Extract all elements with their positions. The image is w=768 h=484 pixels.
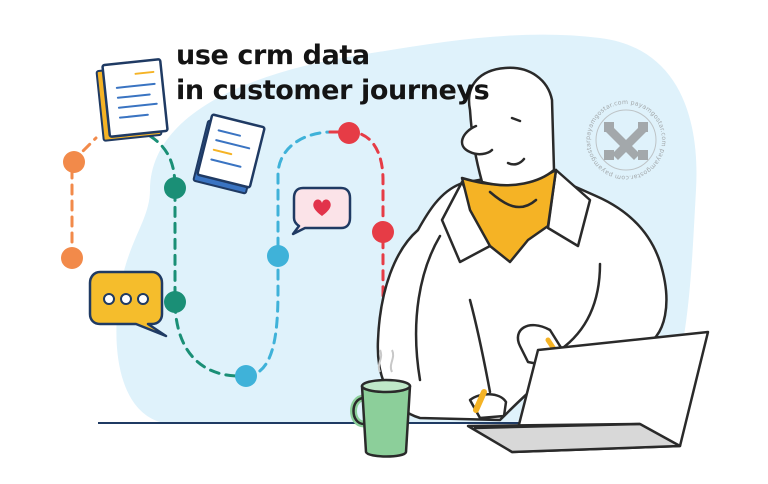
journey-node-blue-bottom — [235, 365, 257, 387]
payamgostar-logo-icon — [604, 122, 648, 160]
character-head — [467, 66, 556, 187]
heart-icon — [313, 199, 331, 216]
document-icon — [95, 58, 169, 142]
headline: use crm data in customer journeys — [176, 38, 490, 108]
journey-node-green-top — [164, 177, 186, 199]
journey-segment-green — [148, 134, 247, 378]
laptop-icon — [466, 330, 710, 454]
dot-icon — [137, 293, 149, 305]
journey-node-red-middle — [372, 221, 394, 243]
journey-node-blue-top — [267, 245, 289, 267]
chat-bubble — [88, 270, 168, 338]
journey-node-red-top — [338, 122, 360, 144]
mug-icon — [350, 349, 412, 458]
dot-icon — [103, 293, 115, 305]
journey-segment-blue — [243, 130, 332, 378]
headline-line-1: use crm data — [176, 40, 370, 71]
dot-icon — [120, 293, 132, 305]
journey-node-orange-top — [63, 151, 85, 173]
document-icon — [192, 113, 266, 195]
journey-node-green-bottom — [164, 291, 186, 313]
heart-bubble — [291, 186, 352, 236]
headline-line-2: in customer journeys — [176, 75, 490, 106]
journey-node-orange-bottom — [61, 247, 83, 269]
